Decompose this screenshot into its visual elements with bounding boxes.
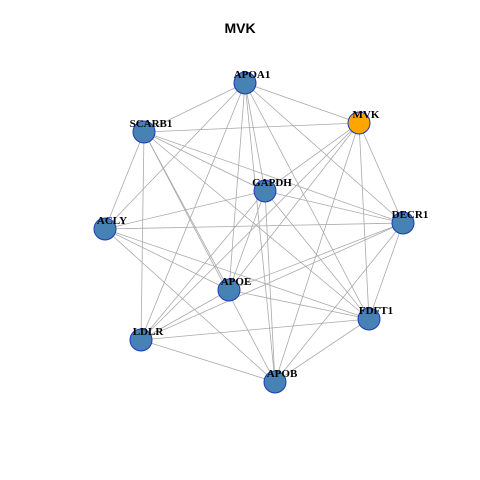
nodes-layer	[93, 71, 415, 394]
edge-scarb1-gapdh	[143, 131, 266, 192]
edge-decr1-apoe	[228, 222, 404, 291]
node-label-apoa1: APOA1	[234, 69, 271, 81]
edge-mvk-apob	[274, 122, 360, 383]
plot-title: MVK	[224, 20, 256, 36]
node-label-gapdh: GAPDH	[252, 177, 292, 189]
edge-fdft1-ldlr	[140, 318, 370, 341]
edge-fdft1-apob	[274, 318, 370, 383]
edge-decr1-fdft1	[368, 222, 404, 320]
node-label-scarb1: SCARB1	[130, 118, 173, 130]
edge-scarb1-acly	[104, 131, 145, 230]
node-apob[interactable]	[263, 370, 287, 394]
edge-apoe-ldlr	[140, 289, 230, 341]
edge-acly-fdft1	[104, 228, 370, 320]
node-label-fdft1: FDFT1	[359, 305, 393, 317]
edge-apoa1-ldlr	[140, 82, 246, 341]
edge-mvk-fdft1	[358, 122, 370, 320]
edge-apoa1-gapdh	[244, 82, 266, 192]
node-decr1[interactable]	[391, 211, 415, 235]
node-label-acly: ACLY	[97, 215, 127, 227]
node-fdft1[interactable]	[357, 307, 381, 331]
edge-apoe-fdft1	[228, 289, 370, 320]
node-scarb1[interactable]	[132, 120, 156, 144]
edge-apoa1-acly	[104, 82, 246, 230]
edge-gapdh-ldlr	[140, 190, 266, 341]
edge-scarb1-decr1	[143, 131, 404, 224]
edge-scarb1-ldlr	[140, 131, 145, 341]
node-label-apoe: APOE	[221, 276, 252, 288]
edge-acly-apoe	[104, 228, 230, 291]
edge-ldlr-apob	[140, 339, 276, 383]
edge-gapdh-decr1	[264, 190, 404, 224]
edge-apoa1-scarb1	[143, 82, 246, 133]
node-label-decr1: DECR1	[392, 209, 429, 221]
edge-decr1-acly	[104, 222, 404, 230]
edge-apoa1-mvk	[244, 82, 360, 124]
edge-mvk-apoe	[228, 122, 360, 291]
node-apoe[interactable]	[217, 278, 241, 302]
edge-scarb1-fdft1	[143, 131, 370, 320]
edge-gapdh-fdft1	[264, 190, 370, 320]
node-label-ldlr: LDLR	[133, 326, 165, 338]
node-ldlr[interactable]	[129, 328, 153, 352]
edge-decr1-ldlr	[140, 222, 404, 341]
edge-mvk-scarb1	[143, 122, 360, 133]
edge-acly-apob	[104, 228, 276, 383]
edge-decr1-apob	[274, 222, 404, 383]
edge-mvk-decr1	[358, 122, 404, 224]
edge-gapdh-acly	[104, 190, 266, 230]
edge-gapdh-apob	[264, 190, 276, 383]
edge-apoa1-apoe	[228, 82, 246, 291]
node-apoa1[interactable]	[233, 71, 257, 95]
node-label-apob: APOB	[267, 368, 298, 380]
node-acly[interactable]	[93, 217, 117, 241]
edge-apoa1-apob	[244, 82, 276, 383]
edge-apoa1-decr1	[244, 82, 404, 224]
edge-scarb1-apob	[143, 131, 276, 383]
node-mvk[interactable]	[347, 111, 371, 135]
node-label-mvk: MVK	[353, 109, 380, 121]
edges-layer	[104, 82, 404, 383]
node-gapdh[interactable]	[253, 179, 277, 203]
